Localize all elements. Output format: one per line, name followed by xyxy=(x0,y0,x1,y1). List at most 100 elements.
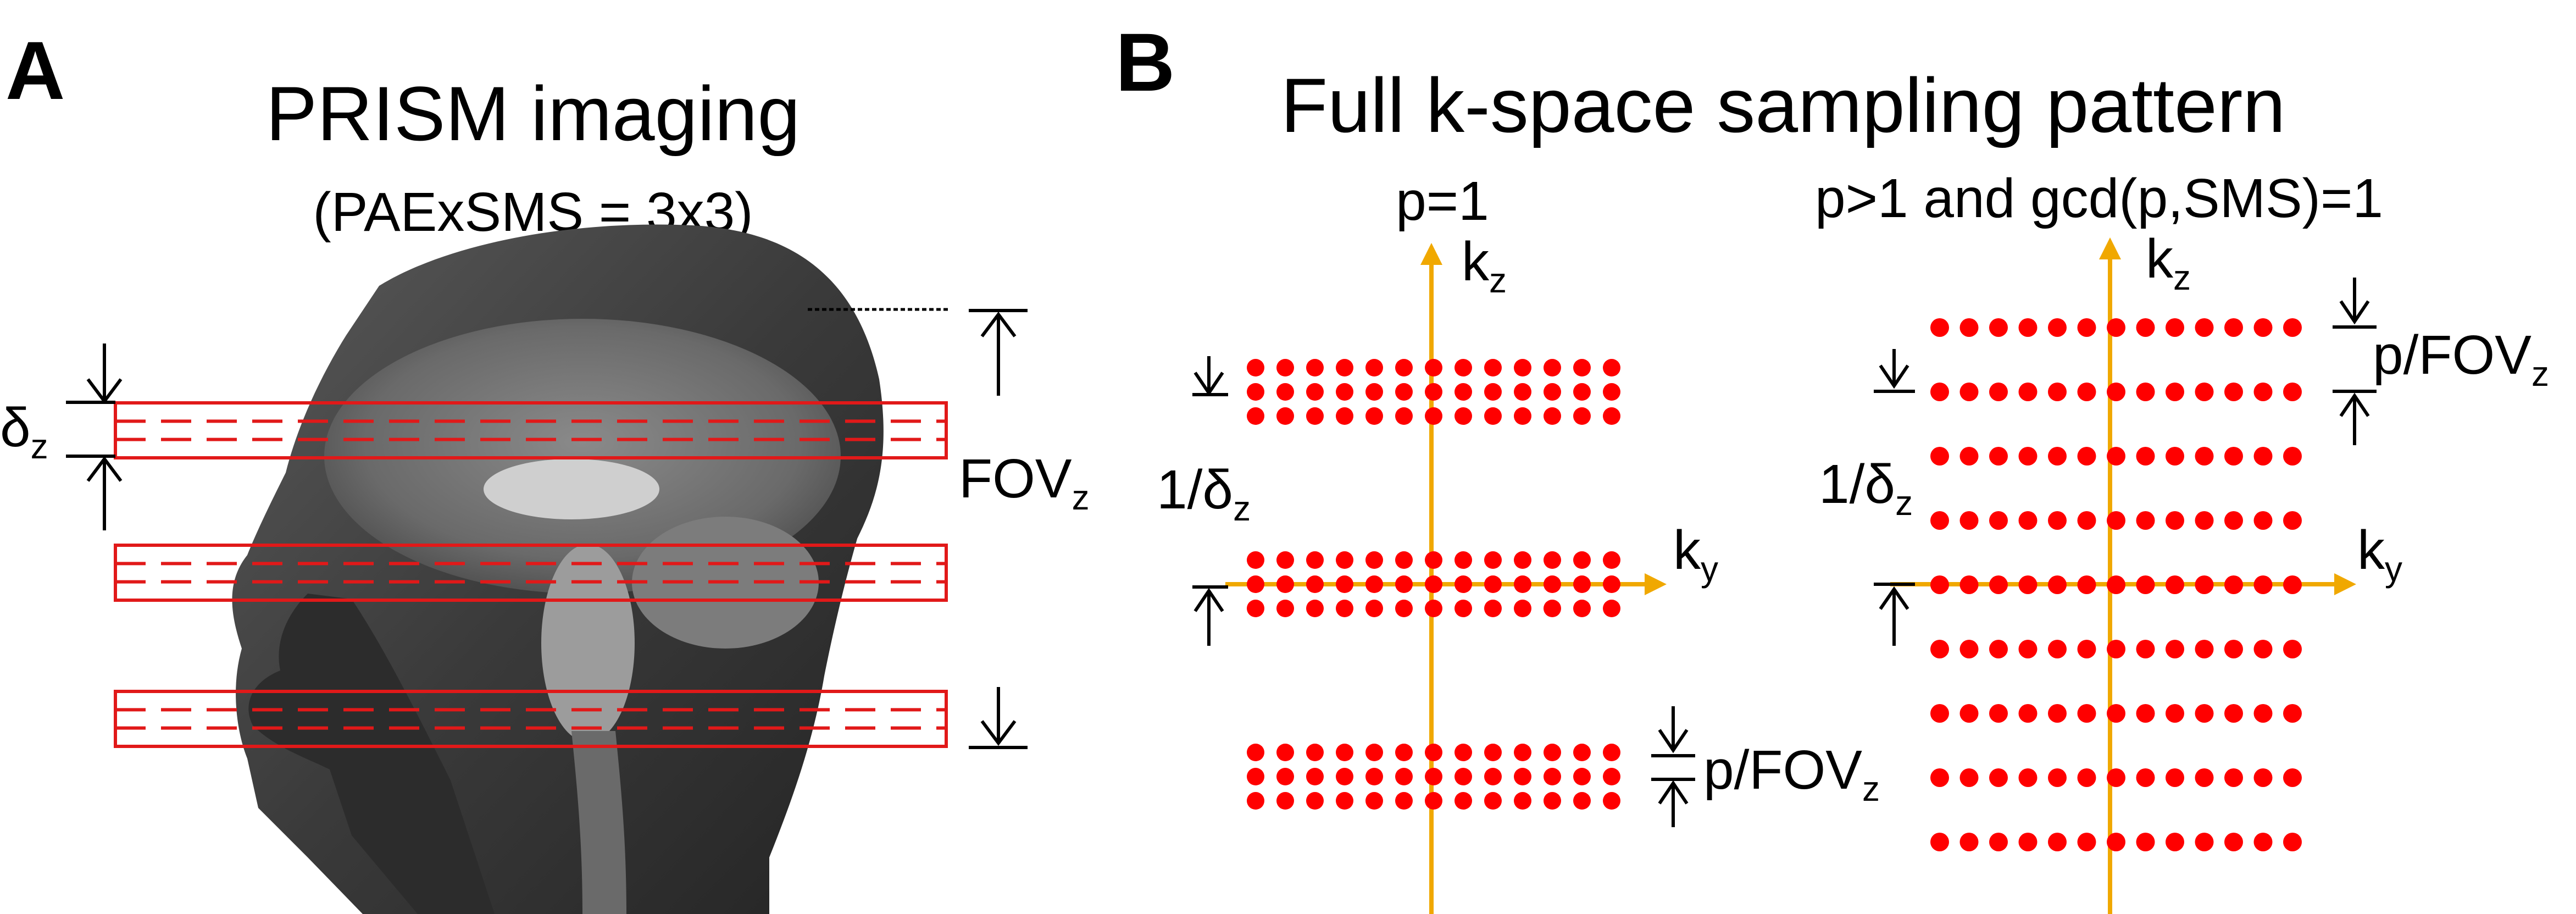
diagram-p1: p=1 kz ky 1/δz xyxy=(1157,170,1880,914)
sample-dot xyxy=(1395,600,1413,617)
sample-dot xyxy=(1514,600,1531,617)
sample-dot xyxy=(1514,359,1531,376)
sample-dot xyxy=(2136,833,2155,851)
sample-dot xyxy=(1514,768,1531,785)
sample-dot xyxy=(1930,318,1949,337)
sample-dot xyxy=(2166,318,2184,337)
sample-dot xyxy=(2224,447,2243,466)
sample-dot xyxy=(2136,447,2155,466)
sample-dot xyxy=(1395,407,1413,425)
sample-dot xyxy=(2224,575,2243,594)
sample-dot xyxy=(1276,551,1294,569)
sample-dot xyxy=(1425,792,1442,810)
sample-dot xyxy=(2018,575,2038,594)
p1-spacing-label: 1/δz xyxy=(1157,459,1251,528)
sample-dot xyxy=(2195,833,2214,851)
sample-dot xyxy=(2283,318,2302,337)
sample-dot xyxy=(1306,600,1324,617)
sample-dot xyxy=(1959,833,1979,851)
sample-dot xyxy=(1959,704,1979,723)
sample-dot xyxy=(2166,511,2184,530)
sample-dot xyxy=(2107,511,2125,530)
panel-a: A PRISM imaging (PAExSMS = 3x3) δz xyxy=(0,24,1090,914)
sample-dot xyxy=(1484,768,1502,785)
sample-dot xyxy=(1276,575,1294,593)
sample-dot xyxy=(1573,383,1591,401)
sample-dot xyxy=(2283,833,2302,851)
sample-dot xyxy=(1514,383,1531,401)
p1-sampling-dots xyxy=(1247,359,1620,810)
sample-dot xyxy=(2136,768,2155,787)
sample-dot xyxy=(1336,768,1353,785)
sample-dot xyxy=(1484,792,1502,810)
sample-dot xyxy=(2195,447,2214,466)
slab-group xyxy=(114,401,948,748)
sample-dot xyxy=(2136,511,2155,530)
sample-dot xyxy=(1276,359,1294,376)
sample-dot xyxy=(2077,511,2096,530)
sample-dot xyxy=(1306,575,1324,593)
sample-dot xyxy=(1573,600,1591,617)
sample-dot xyxy=(2107,575,2125,594)
sample-dot xyxy=(1484,407,1502,425)
sample-dot xyxy=(1544,744,1561,761)
sample-dot xyxy=(1247,744,1264,761)
sample-dot xyxy=(1454,600,1472,617)
p-gt-1-spacing-label: 1/δz xyxy=(1819,453,1913,523)
sample-dot xyxy=(1336,551,1353,569)
sample-dot xyxy=(1276,383,1294,401)
sample-dot xyxy=(2048,704,2067,723)
sample-dot xyxy=(1276,792,1294,810)
sample-dot xyxy=(2048,575,2067,594)
fov-z-label: FOVz xyxy=(959,448,1090,517)
sample-dot xyxy=(1336,383,1353,401)
sample-dot xyxy=(1573,575,1591,593)
sample-dot xyxy=(2253,383,2273,401)
sample-dot xyxy=(1425,407,1442,425)
p-gt-1-pfov-annotation xyxy=(2333,278,2377,445)
sample-dot xyxy=(2283,383,2302,401)
sample-dot xyxy=(1306,792,1324,810)
sample-dot xyxy=(2166,768,2184,787)
slab-2 xyxy=(114,544,948,602)
sample-dot xyxy=(1306,359,1324,376)
sample-dot xyxy=(1603,551,1620,569)
p1-ky-label: ky xyxy=(1673,519,1718,589)
sample-dot xyxy=(1247,383,1264,401)
sample-dot xyxy=(1989,318,2008,337)
sample-dot xyxy=(1930,511,1949,530)
sample-dot xyxy=(2018,640,2038,658)
sample-dot xyxy=(2107,318,2125,337)
sample-dot xyxy=(1365,383,1383,401)
p1-pfov-label: p/FOVz xyxy=(1703,739,1880,808)
sample-dot xyxy=(1959,383,1979,401)
sample-dot xyxy=(1989,383,2008,401)
p-gt-1-kz-label: kz xyxy=(2146,228,2191,297)
sample-dot xyxy=(1514,744,1531,761)
sample-dot xyxy=(1930,833,1949,851)
sample-dot xyxy=(2018,511,2038,530)
p1-pfov-annotation xyxy=(1651,706,1695,827)
sample-dot xyxy=(1306,383,1324,401)
delta-z-annotation xyxy=(66,344,123,530)
sample-dot xyxy=(1573,407,1591,425)
sample-dot xyxy=(1603,575,1620,593)
sample-dot xyxy=(2077,447,2096,466)
sample-dot xyxy=(1454,744,1472,761)
panel-a-title: PRISM imaging xyxy=(266,70,801,157)
sample-dot xyxy=(2077,704,2096,723)
sample-dot xyxy=(1484,551,1502,569)
sample-dot xyxy=(1989,768,2008,787)
p-gt-1-ky-label: ky xyxy=(2357,519,2402,589)
sample-dot xyxy=(2253,704,2273,723)
sample-dot xyxy=(2166,833,2184,851)
sample-dot xyxy=(1544,792,1561,810)
sample-dot xyxy=(2107,704,2125,723)
sample-dot xyxy=(2283,575,2302,594)
sample-dot xyxy=(2107,833,2125,851)
sample-dot xyxy=(2107,447,2125,466)
slab-3 xyxy=(114,690,948,748)
sample-dot xyxy=(1959,447,1979,466)
sample-dot xyxy=(1603,768,1620,785)
sample-dot xyxy=(2077,640,2096,658)
